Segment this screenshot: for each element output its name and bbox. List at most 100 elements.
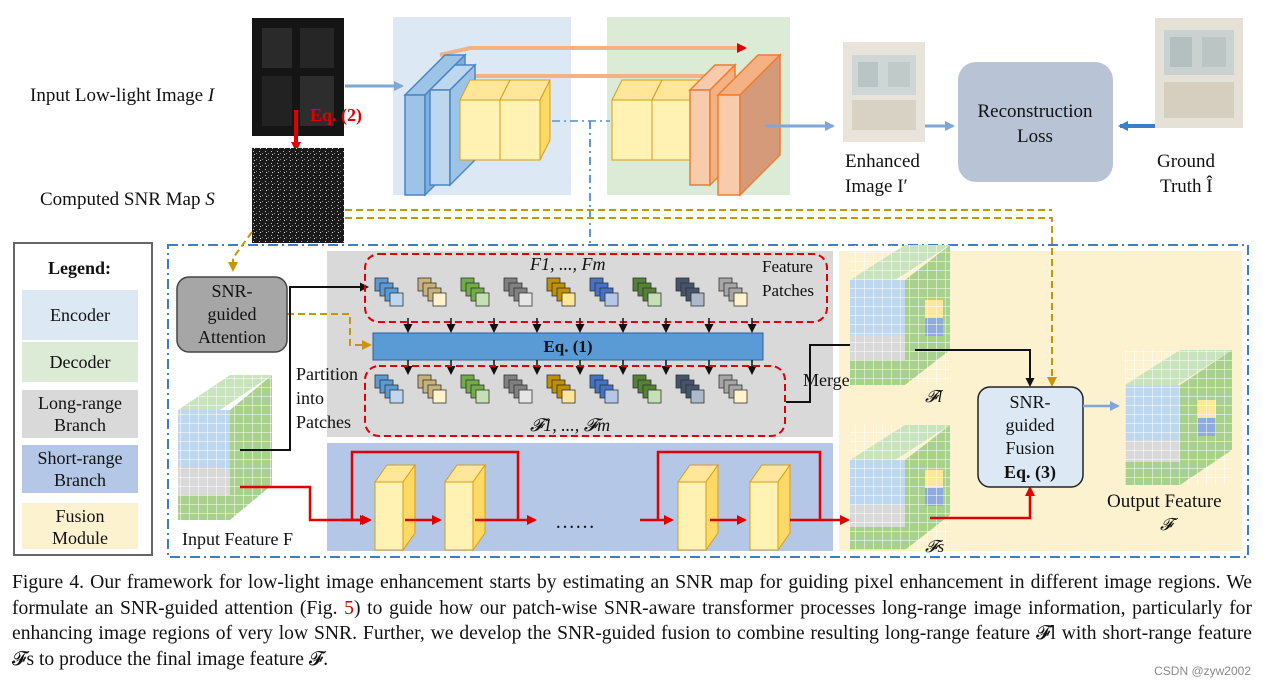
input-image-label: Input Low-light Image I xyxy=(30,85,216,106)
short-range-blocks xyxy=(342,463,791,552)
encoder-blocks xyxy=(403,53,551,197)
reconstruction-loss-box xyxy=(958,62,1113,182)
input-to-patches-path xyxy=(240,282,369,451)
feature-patches-line1: Feature xyxy=(762,257,813,276)
dots-label: …… xyxy=(555,511,595,533)
patch-stack xyxy=(718,374,748,404)
fusion-line1: SNR- xyxy=(1009,392,1050,412)
framework-diagram: Input Low-light Image I Eq. (2) Computed… xyxy=(13,17,1249,558)
output-feature-label: Output Feature xyxy=(1107,491,1222,512)
legend-swatch xyxy=(22,445,138,493)
attention-to-eq1-path xyxy=(287,313,372,350)
short-range-loop-2 xyxy=(656,450,822,520)
legend-title: Legend: xyxy=(48,258,111,278)
legend-swatch xyxy=(22,390,138,438)
output-feature-grid xyxy=(1125,350,1232,485)
ground-truth-line2: Truth Î xyxy=(1160,175,1213,197)
snr-attention-box xyxy=(176,276,288,353)
watermark: CSDN @zyw2002 xyxy=(1154,664,1251,678)
patch-stack xyxy=(675,374,705,404)
patch-stack xyxy=(460,277,490,307)
eq3-label: Eq. (3) xyxy=(1004,462,1056,483)
skip-connection-outer xyxy=(439,43,747,57)
snr-attention-line2: guided xyxy=(208,304,257,324)
fl-to-fusion-path xyxy=(915,349,1035,387)
patch-stack xyxy=(675,277,705,307)
patch-stack xyxy=(417,277,447,307)
bottom-patch-stacks xyxy=(374,374,748,404)
fs-label: 𝓕s xyxy=(925,537,945,556)
enhanced-image xyxy=(843,42,925,142)
feature-patches-line2: Patches xyxy=(762,281,814,300)
enhanced-label-line2: Image I′ xyxy=(845,176,908,197)
legend-swatch xyxy=(22,290,138,340)
input-feature-label: Input Feature F xyxy=(182,529,293,549)
feature-patches-top-box xyxy=(364,253,828,323)
patch-stack xyxy=(460,374,490,404)
patch-stack xyxy=(546,277,576,307)
snr-attention-line3: Attention xyxy=(198,327,266,347)
fs-feature-grid xyxy=(850,425,950,550)
eq1-label: Eq. (1) xyxy=(543,337,592,356)
patch-stack xyxy=(589,374,619,404)
caption-text-2: ) to guide how our patch-wise SNR-aware … xyxy=(12,597,1252,670)
figure-caption: Figure 4. Our framework for low-light im… xyxy=(12,570,1252,672)
fs-to-fusion-path xyxy=(930,486,1035,520)
transformer-frame xyxy=(167,244,1249,558)
input-to-short-range-path xyxy=(240,485,370,525)
patches-bottom-label: 𝓕1, ..., 𝓕m xyxy=(530,415,610,435)
merge-path xyxy=(786,340,860,403)
caption-figure-link[interactable]: 5 xyxy=(344,597,354,619)
conv-block xyxy=(444,463,486,552)
legend-item: Encoder xyxy=(22,290,138,340)
conv-block xyxy=(374,463,416,552)
patches-top-label: F1, ..., Fm xyxy=(529,254,606,274)
enhanced-label-line1: Enhanced xyxy=(845,151,920,172)
patch-stack xyxy=(546,374,576,404)
patch-stack xyxy=(589,277,619,307)
snr-fusion-box xyxy=(977,386,1084,488)
patch-stack xyxy=(374,277,404,307)
legend-swatch xyxy=(22,342,138,382)
decoder-blocks xyxy=(611,53,782,197)
legend-swatch xyxy=(22,503,138,549)
eq1-arrows xyxy=(403,318,757,375)
partition-line2: into xyxy=(296,388,324,408)
legend-label: Encoder xyxy=(50,305,110,325)
eq1-bar xyxy=(372,332,764,361)
ground-truth-line1: Ground xyxy=(1157,151,1216,172)
reconstruction-loss-line2: Loss xyxy=(1017,126,1053,147)
low-light-image xyxy=(252,18,344,136)
patch-stack xyxy=(374,374,404,404)
legend-item: Decoder xyxy=(22,342,138,382)
caption-text-1: Figure 4. Our framework for low-light im… xyxy=(12,572,1252,619)
snr-map-image xyxy=(252,148,344,243)
ground-truth-image xyxy=(1155,18,1243,128)
patch-stack xyxy=(632,374,662,404)
snr-map-label: Computed SNR Map S xyxy=(40,189,215,210)
reconstruction-loss-line1: Reconstruction xyxy=(977,101,1093,122)
snr-attention-line1: SNR- xyxy=(211,281,252,301)
conv-block xyxy=(677,463,719,552)
partition-line3: Patches xyxy=(296,412,351,432)
top-patch-stacks xyxy=(374,277,748,307)
snr-to-fusion-path xyxy=(345,217,1057,387)
patch-stack xyxy=(417,374,447,404)
patch-stack xyxy=(632,277,662,307)
conv-block xyxy=(749,463,791,552)
snr-to-attention-path xyxy=(228,231,253,272)
eq2-label: Eq. (2) xyxy=(310,105,362,126)
fl-label: 𝓕l xyxy=(925,387,944,406)
legend-label: Decoder xyxy=(50,352,111,372)
feature-patches-bottom-box xyxy=(364,365,786,437)
patch-stack xyxy=(503,374,533,404)
fusion-line3: Fusion xyxy=(1005,438,1054,458)
